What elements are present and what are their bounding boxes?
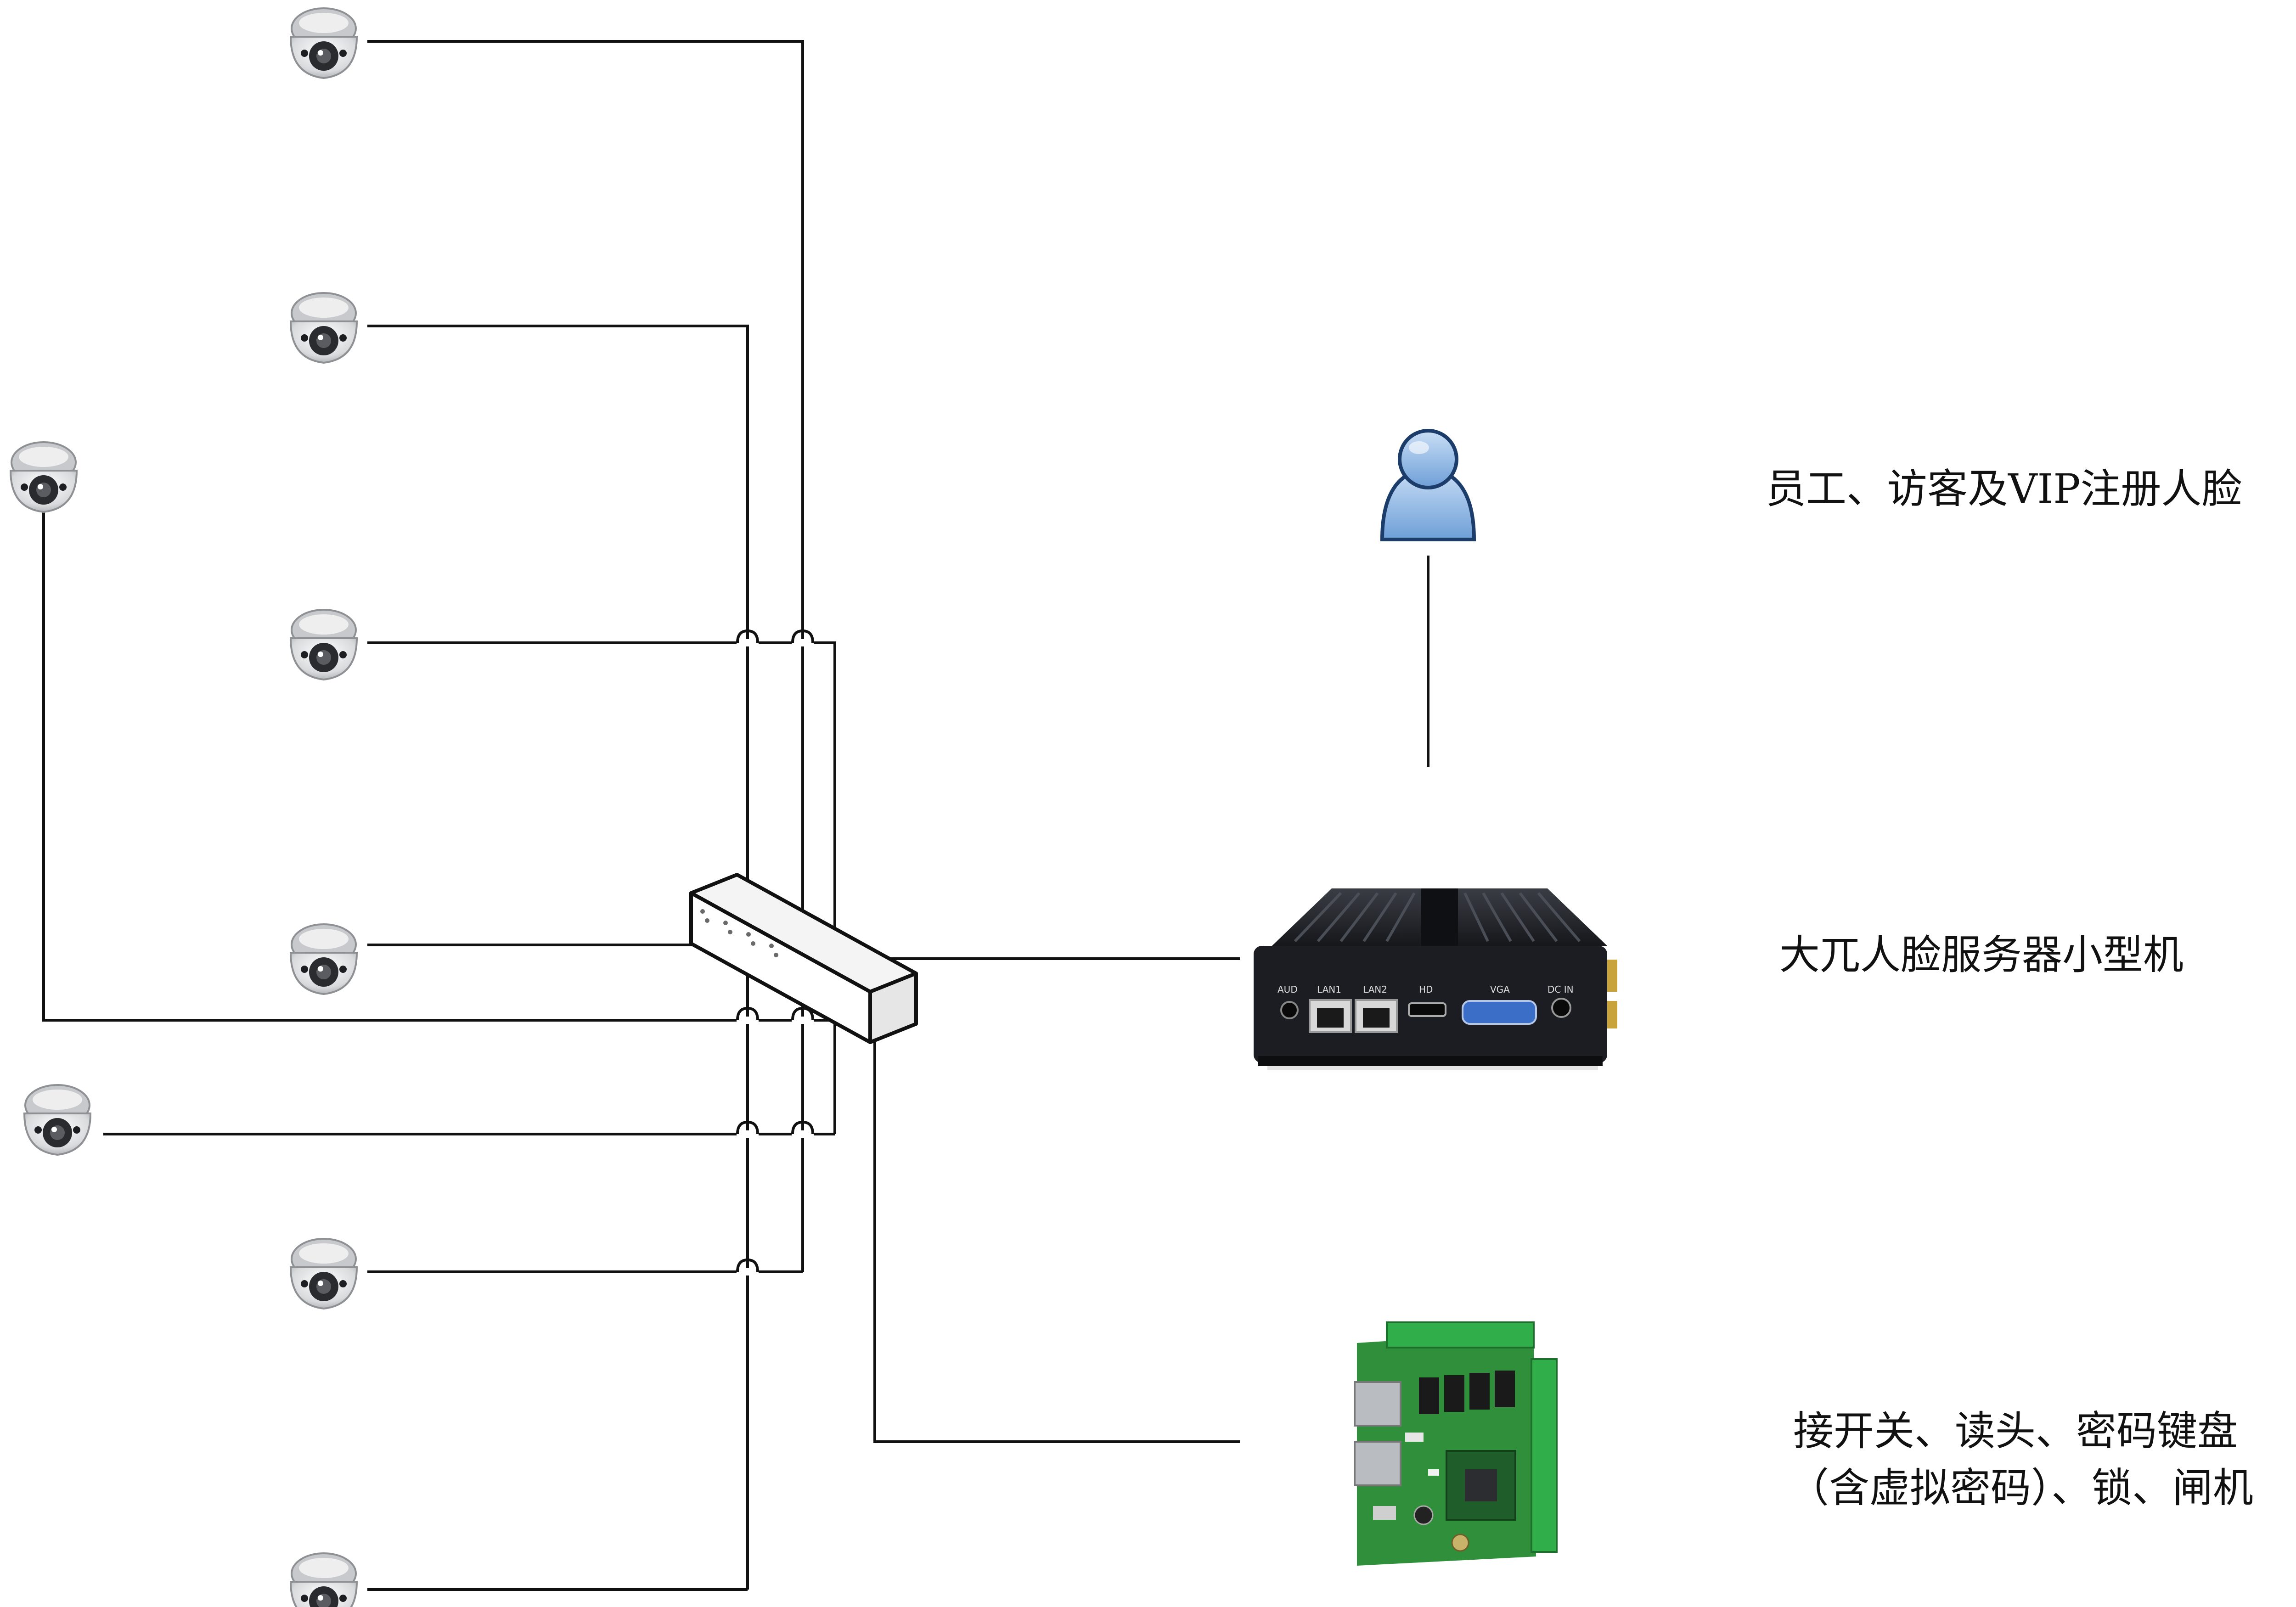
port-label: LAN1 <box>1317 984 1341 995</box>
dome-camera-icon <box>23 1084 91 1156</box>
port-label: HD <box>1419 984 1433 995</box>
dome-camera-icon <box>290 923 358 995</box>
network-switch-icon <box>689 873 918 1044</box>
controller-label-line-1: 接开关、读头、密码键盘 <box>1793 1407 2238 1455</box>
port-label: DC IN <box>1548 984 1574 995</box>
port-label: LAN2 <box>1363 984 1387 995</box>
server-label: 大兀人脸服务器小型机 <box>1779 931 2184 978</box>
dome-camera-icon <box>10 441 78 513</box>
dome-camera-icon <box>290 292 358 364</box>
dome-camera-icon <box>290 1238 358 1309</box>
dome-camera-icon <box>290 609 358 680</box>
mini-pc-server-icon: AUD LAN1 LAN2 HD VGA DC IN <box>1254 888 1617 1070</box>
access-control-board-icon <box>1354 1321 1558 1566</box>
user-icon <box>1380 429 1476 541</box>
registration-label: 员工、访客及VIP注册人脸 <box>1766 465 2242 512</box>
dome-camera-icon <box>290 7 358 79</box>
port-label: AUD <box>1277 984 1298 995</box>
dome-camera-icon <box>290 1552 358 1607</box>
wiring <box>42 40 1429 1591</box>
controller-label: 接开关、读头、密码键盘 （含虚拟密码）、锁、闸机 <box>1789 1403 2253 1517</box>
controller-label-line-2: （含虚拟密码）、锁、闸机 <box>1789 1464 2254 1511</box>
port-label: VGA <box>1490 984 1510 995</box>
